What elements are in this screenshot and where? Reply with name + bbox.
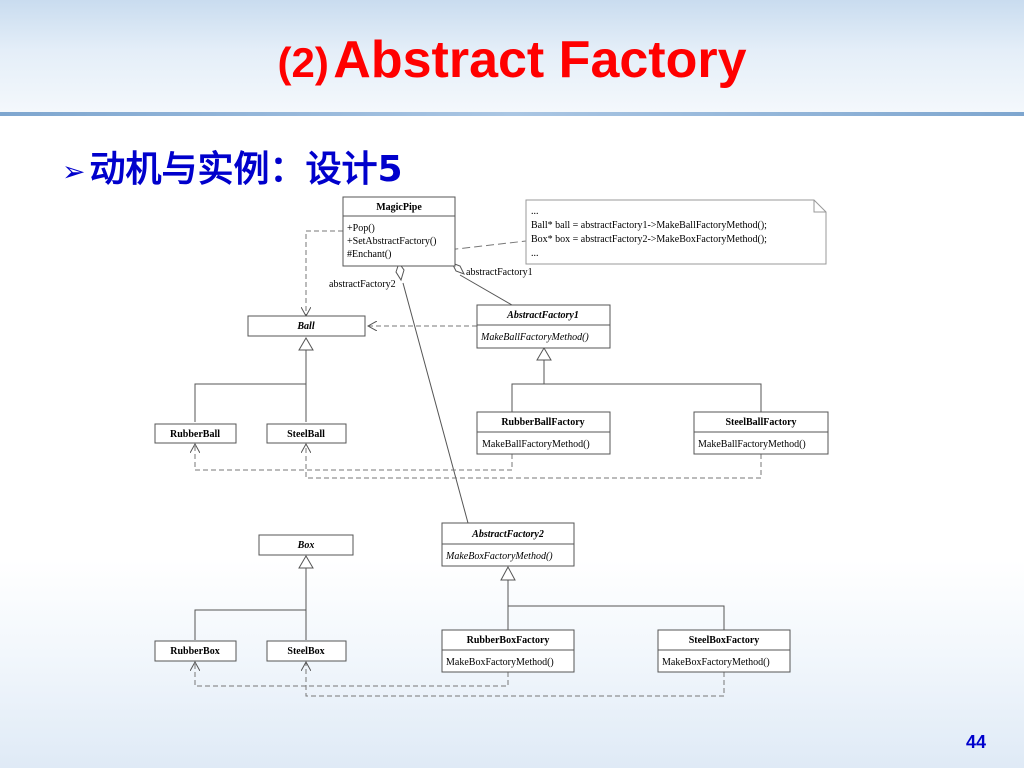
slide-header-band [0, 0, 1024, 112]
class-steelboxfactory: SteelBoxFactory MakeBoxFactoryMethod() [657, 629, 791, 673]
magicpipe-op-setabstractfactory: +SetAbstractFactory() [347, 236, 437, 247]
af1-op: MakeBallFactoryMethod() [480, 332, 589, 343]
role-label-abstractfactory1: abstractFactory1 [466, 267, 533, 278]
class-rubberball: RubberBall [154, 423, 237, 444]
class-rubberballfactory: RubberBallFactory MakeBallFactoryMethod(… [476, 411, 611, 455]
note-line-3: Box* box = abstractFactory2->MakeBoxFact… [531, 234, 767, 245]
page-number: 44 [965, 732, 986, 752]
ball-name: Ball [296, 321, 314, 332]
class-steelballfactory: SteelBallFactory MakeBallFactoryMethod() [693, 411, 829, 455]
af2-op: MakeBoxFactoryMethod() [445, 551, 553, 562]
class-rubberboxfactory: RubberBoxFactory MakeBoxFactoryMethod() [441, 629, 575, 673]
steelbox-name: SteelBox [287, 646, 324, 657]
class-steelball: SteelBall [266, 423, 347, 444]
af2-name: AbstractFactory2 [471, 529, 544, 540]
bullet-point: ➢动机与实例：设计5 [62, 140, 403, 192]
box-name: Box [297, 540, 315, 551]
rbf-op: MakeBallFactoryMethod() [482, 439, 590, 450]
generalization-af1-icon [536, 347, 552, 361]
note-line-4: ... [531, 248, 539, 259]
dependency-magicpipe-ball [306, 230, 343, 316]
class-steelbox: SteelBox [266, 640, 347, 662]
sbf-name: SteelBallFactory [725, 417, 796, 428]
dependency-rbf-rubberball [195, 444, 513, 471]
rubberbox-name: RubberBox [170, 646, 219, 657]
rbxf-name: RubberBoxFactory [467, 635, 550, 646]
magicpipe-op-enchant: #Enchant() [347, 249, 391, 260]
magicpipe-name: MagicPipe [376, 202, 422, 213]
rubberball-name: RubberBall [170, 429, 220, 440]
dependency-sbf-steelball [306, 444, 762, 479]
magicpipe-op-pop: +Pop() [347, 223, 375, 234]
slide-title: (2) Abstract Factory [0, 30, 1024, 90]
class-magicpipe: MagicPipe +Pop() +SetAbstractFactory() #… [342, 196, 456, 267]
note-line-1: ... [531, 206, 539, 217]
note-line-2: Ball* ball = abstractFactory1->MakeBallF… [531, 220, 767, 231]
dependency-rbxf-rubberbox [195, 662, 509, 687]
class-abstractfactory1: AbstractFactory1 MakeBallFactoryMethod() [476, 304, 611, 349]
generalization-ball-icon [298, 337, 314, 351]
uml-note: ... Ball* ball = abstractFactory1->MakeB… [525, 199, 827, 265]
role-label-abstractfactory2: abstractFactory2 [329, 279, 396, 290]
bullet-text: 动机与实例：设计5 [89, 149, 403, 190]
rbf-name: RubberBallFactory [501, 417, 584, 428]
generalization-box-icon [298, 555, 314, 569]
dependency-sbxf-steelbox [306, 662, 725, 697]
class-abstractfactory2: AbstractFactory2 MakeBoxFactoryMethod() [441, 522, 575, 567]
class-ball: Ball [247, 315, 366, 337]
aggregation-abstractfactory1 [459, 274, 513, 306]
steelball-name: SteelBall [287, 429, 325, 440]
header-divider [0, 112, 1024, 116]
sbf-op: MakeBallFactoryMethod() [698, 439, 806, 450]
sbxf-name: SteelBoxFactory [689, 635, 760, 646]
rbxf-op: MakeBoxFactoryMethod() [446, 657, 554, 668]
sbxf-op: MakeBoxFactoryMethod() [662, 657, 770, 668]
bullet-arrow-icon: ➢ [62, 155, 86, 188]
class-box: Box [258, 534, 354, 556]
title-main: Abstract Factory [333, 31, 747, 89]
aggregation-abstractfactory2 [402, 282, 469, 524]
class-rubberbox: RubberBox [154, 640, 237, 662]
aggregation-diamond-2-icon [395, 261, 405, 282]
af1-name: AbstractFactory1 [506, 310, 579, 321]
generalization-af2-icon [500, 565, 516, 581]
title-prefix: (2) [277, 39, 329, 86]
